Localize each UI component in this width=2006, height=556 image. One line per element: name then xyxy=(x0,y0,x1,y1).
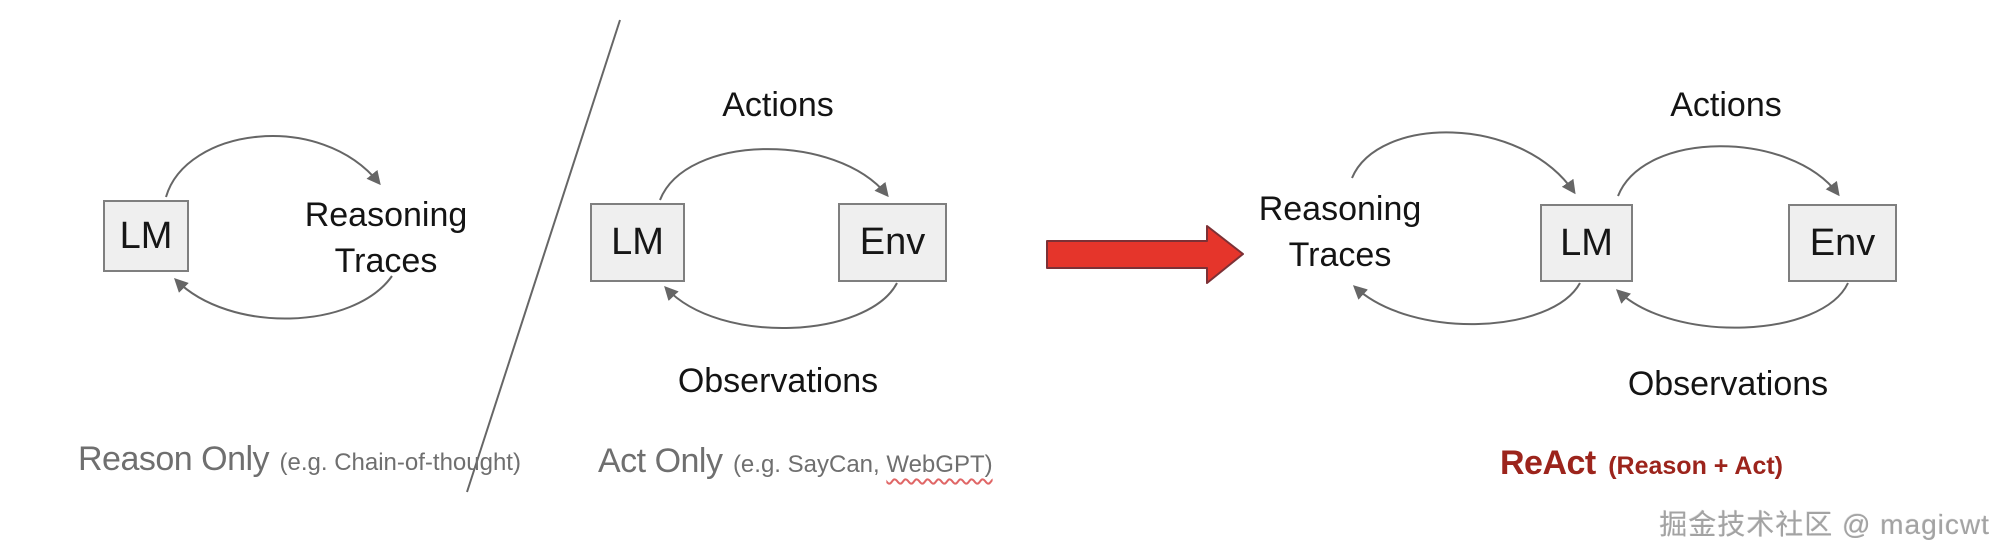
actions-label-react: Actions xyxy=(1670,86,1782,124)
env-node-react: Env xyxy=(1788,204,1897,282)
caption-act-only-note-flagged: WebGPT) xyxy=(886,451,993,478)
caption-act-only-note: (e.g. SayCan, WebGPT) xyxy=(733,451,993,478)
env-node-label: Env xyxy=(859,221,926,263)
env-node-act-only: Env xyxy=(838,203,947,282)
lm-node-label: LM xyxy=(611,221,664,263)
reasoning-traces-label: Reasoning Traces xyxy=(276,192,496,284)
loop-arc-react-reason-bottom xyxy=(1352,282,1581,326)
lm-node-label: LM xyxy=(1560,221,1613,264)
loop-arc-reason-top xyxy=(165,135,381,198)
caption-react-note: (Reason + Act) xyxy=(1608,452,1784,480)
caption-act-only-note-prefix: (e.g. SayCan, xyxy=(732,451,887,478)
loop-arc-reason-bottom xyxy=(174,275,393,320)
panel-divider-line xyxy=(466,19,621,493)
reasoning-traces-line1: Reasoning xyxy=(304,196,468,234)
watermark-text: 掘金技术社区 @ magicwt xyxy=(1659,509,1990,540)
env-node-label: Env xyxy=(1809,221,1876,264)
loop-arc-react-act-top xyxy=(1617,145,1840,197)
observations-label-act-only: Observations xyxy=(677,362,879,400)
lm-node-act-only: LM xyxy=(590,203,685,282)
caption-react: ReAct (Reason + Act) xyxy=(1500,444,1783,483)
lm-node-react: LM xyxy=(1540,204,1633,282)
caption-react-title: ReAct xyxy=(1500,444,1596,482)
caption-act-only-title: Act Only xyxy=(598,442,723,480)
loop-arc-act-bottom xyxy=(664,282,898,329)
caption-reason-only: Reason Only (e.g. Chain-of-thought) xyxy=(78,440,521,479)
caption-reason-only-note: (e.g. Chain-of-thought) xyxy=(279,449,521,476)
reasoning-traces-line2: Traces xyxy=(1288,236,1392,274)
observations-label-react: Observations xyxy=(1627,365,1829,403)
lm-node-label: LM xyxy=(119,214,173,257)
caption-reason-only-title: Reason Only xyxy=(78,440,270,478)
lm-node-reason-only: LM xyxy=(103,200,189,272)
loop-arc-react-act-bottom xyxy=(1615,282,1849,329)
loop-arc-act-top xyxy=(659,148,889,201)
transform-arrow-icon xyxy=(1046,225,1244,284)
reasoning-traces-line2: Traces xyxy=(334,242,438,280)
actions-label-act-only: Actions xyxy=(722,86,834,124)
loop-arc-react-reason-top xyxy=(1351,131,1576,195)
caption-act-only: Act Only (e.g. SayCan, WebGPT) xyxy=(598,442,993,481)
reasoning-traces-line1: Reasoning xyxy=(1258,190,1422,228)
reasoning-traces-label-react: Reasoning Traces xyxy=(1230,186,1450,278)
